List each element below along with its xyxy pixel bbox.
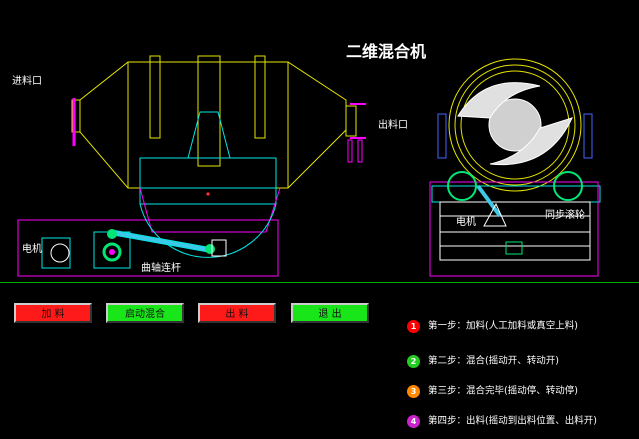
step-2-text: 第二步：混合(摇动开、转动开) (428, 355, 559, 367)
discharge-button[interactable]: 出 料 (198, 303, 276, 323)
step-3: 3 第三步：混合完毕(摇动停、转动停) (407, 385, 627, 398)
outlet-label: 出料口 (378, 120, 408, 131)
step-1-text: 第一步：加料(人工加料或真空上料) (428, 320, 578, 332)
drum-side-view (71, 55, 366, 205)
step-4-badge: 4 (407, 415, 420, 428)
feed-button[interactable]: 加 料 (14, 303, 92, 323)
step-1-badge: 1 (407, 320, 420, 333)
step-4-text: 第四步：出料(摇动到出料位置、出料开) (428, 415, 597, 427)
motor-left-label: 电机 (22, 244, 42, 255)
inlet-label: 进料口 (12, 76, 42, 87)
drum-front-view (429, 58, 601, 277)
base-frame-left (17, 187, 281, 277)
page-title: 二维混合机 (346, 42, 427, 61)
step-2: 2 第二步：混合(摇动开、转动开) (407, 355, 627, 368)
step-3-text: 第三步：混合完毕(摇动停、转动停) (428, 385, 578, 397)
step-3-badge: 3 (407, 385, 420, 398)
crank-rod-label: 曲轴连杆 (141, 263, 181, 274)
divider-line (0, 282, 639, 283)
sync-wheel-label: 同步滚轮 (545, 210, 585, 221)
step-2-badge: 2 (407, 355, 420, 368)
step-1: 1 第一步：加料(人工加料或真空上料) (407, 320, 627, 333)
start-mix-button[interactable]: 启动混合 (106, 303, 184, 323)
step-4: 4 第四步：出料(摇动到出料位置、出料开) (407, 415, 627, 428)
exit-button[interactable]: 退 出 (291, 303, 369, 323)
motor-right-label: 电机 (456, 217, 476, 228)
